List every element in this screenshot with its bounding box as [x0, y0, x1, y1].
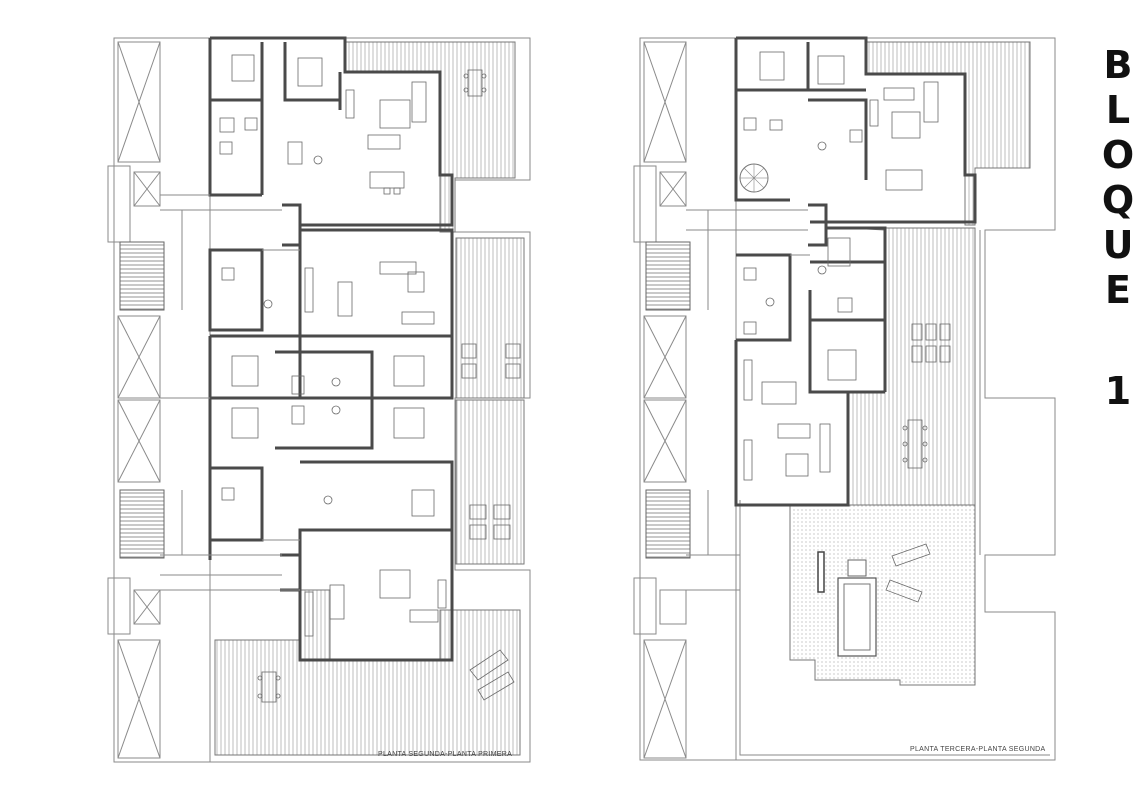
terrace-right-top [865, 41, 1031, 226]
plan-right-caption: PLANTA TERCERA-PLANTA SEGUNDA [910, 746, 1046, 753]
title-letter: Q [1101, 178, 1135, 222]
terrace-left-mid [455, 237, 525, 399]
block-title: B L O Q U E 1 [1096, 46, 1140, 417]
title-letter: U [1102, 223, 1134, 267]
stair-right-1 [645, 241, 691, 311]
title-letter: B [1103, 43, 1133, 87]
stair-left-2 [119, 489, 165, 559]
terrace-right-mid [847, 227, 976, 506]
walls-right [734, 36, 977, 507]
plan-right-outline [639, 37, 737, 761]
title-number: 1 [1104, 369, 1132, 413]
terrace-left-bottom [214, 589, 521, 756]
title-letter: E [1105, 268, 1131, 312]
stair-left-1 [119, 241, 165, 311]
walls-left [208, 36, 454, 662]
furniture-right [743, 51, 951, 603]
pool-deck [789, 504, 976, 686]
title-letter: L [1105, 88, 1131, 132]
plan-left-caption: PLANTA SEGUNDA-PLANTA PRIMERA [378, 751, 513, 758]
terrace-left-mid2 [455, 399, 525, 565]
stair-right-2 [645, 489, 691, 559]
plan-left [107, 37, 531, 763]
title-letter: O [1101, 133, 1135, 177]
furniture-left [219, 54, 521, 703]
plan-right [633, 37, 1056, 761]
